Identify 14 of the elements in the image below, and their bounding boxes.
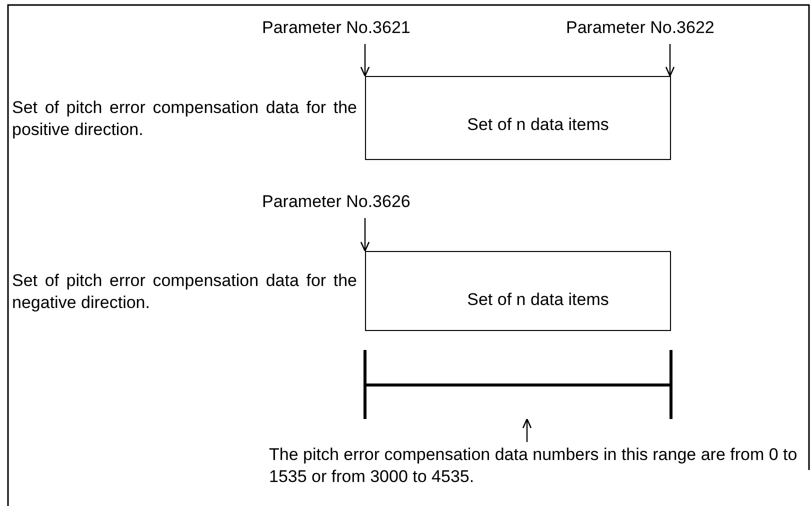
parameter-label: Parameter No.3622 (566, 18, 716, 40)
arrow (360, 44, 370, 77)
arrow (522, 418, 532, 442)
parameter-label: Parameter No.3626 (262, 192, 412, 214)
description-text: Set of pitch error compensation data for the negative direction. (12, 270, 357, 314)
data-box (365, 76, 671, 160)
box-label: Set of n data items (466, 115, 610, 135)
arrow (360, 218, 370, 252)
arrow (665, 44, 675, 77)
description-text: Set of pitch error compensation data for the positive direction. (12, 97, 357, 141)
data-box (365, 251, 671, 331)
note-text: The pitch error compensation data numbers in this range are from 0 to 1535 or from 3000 to 4535. (269, 444, 809, 490)
box-label: Set of n data items (466, 290, 610, 310)
parameter-label: Parameter No.3621 (262, 18, 412, 40)
